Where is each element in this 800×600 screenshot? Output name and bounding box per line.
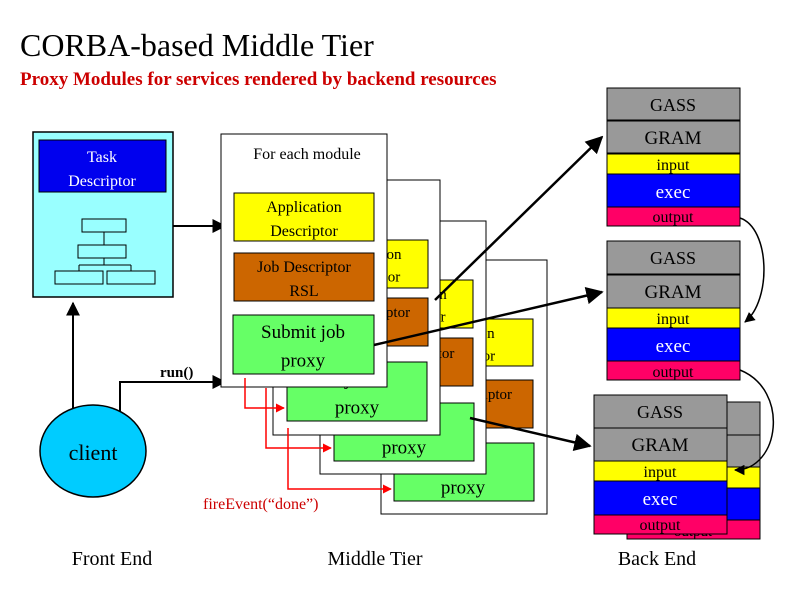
submit-proxy-box[interactable] <box>232 314 375 375</box>
output-label: output <box>653 364 694 381</box>
stack2-to-stack3-curve <box>733 369 774 476</box>
exec-label: exec <box>656 336 691 357</box>
resource-stack-2: GASS GRAM input exec output <box>606 240 741 381</box>
proxy-to-gram-arrow-1 <box>434 135 604 301</box>
gram-label: GRAM <box>644 128 701 149</box>
exec-label: exec <box>643 489 678 510</box>
gass-label: GASS <box>637 402 683 422</box>
footer-middle-tier: Middle Tier <box>327 548 422 570</box>
gram-label: GRAM <box>631 435 688 456</box>
gram-label: GRAM <box>644 282 701 303</box>
input-label: input <box>657 157 690 174</box>
gass-label: GASS <box>650 248 696 268</box>
application-descriptor-box <box>233 192 375 242</box>
footer-back-end: Back End <box>618 548 696 570</box>
exec-label: exec <box>656 182 691 203</box>
fire-event-label: fireEvent(“done”) <box>203 496 318 513</box>
run-arrow <box>119 375 227 420</box>
card2-job-fragment: ptor <box>386 305 410 321</box>
fire-event-arrows <box>244 378 392 494</box>
proxy-to-gram-arrow-2 <box>373 287 604 347</box>
client-label: client <box>69 440 118 465</box>
card3-job-fragment: tor <box>438 346 455 362</box>
run-label: run() <box>160 365 193 381</box>
proxy-to-gram-arrow-3 <box>469 416 592 451</box>
resource-stack-3: GASS GRAM input exec output <box>593 394 728 535</box>
output-label: output <box>653 209 694 226</box>
resource-stack-1: GASS GRAM input exec output <box>606 87 741 227</box>
module-card-header: For each module <box>253 146 361 163</box>
job-descriptor-box <box>233 252 375 302</box>
gass-label: GASS <box>650 95 696 115</box>
input-label: input <box>657 311 690 328</box>
tree-structure-icon <box>54 218 156 285</box>
client-node[interactable]: client <box>39 404 147 498</box>
page-title: CORBA-based Middle Tier <box>20 27 374 63</box>
input-label: input <box>644 464 677 481</box>
stack1-to-stack2-curve <box>739 217 765 323</box>
output-label: output <box>640 517 681 534</box>
page-subtitle: Proxy Modules for services rendered by b… <box>20 69 497 90</box>
footer-front-end: Front End <box>72 548 153 570</box>
